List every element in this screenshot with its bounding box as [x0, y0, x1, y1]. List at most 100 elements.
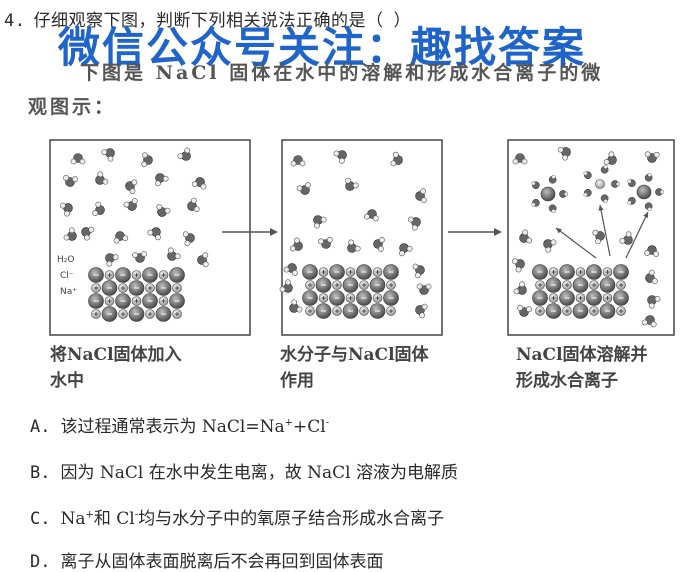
chloride-ion — [101, 280, 118, 296]
chloride-ion — [142, 293, 158, 309]
water-molecule — [644, 151, 660, 163]
panel-3-lattice — [532, 264, 629, 319]
water-molecule — [557, 146, 571, 161]
chloride-ion — [315, 277, 332, 293]
sodium-ion — [332, 280, 342, 290]
sodium-ion — [345, 293, 356, 303]
sodium-ion — [562, 306, 572, 316]
chloride-ion — [532, 264, 548, 280]
panel-2-molecules — [279, 150, 432, 319]
water-molecule — [279, 279, 293, 293]
chloride-ion — [586, 264, 602, 280]
water-molecule — [645, 269, 658, 284]
chloride-ion — [572, 277, 589, 293]
sodium-ion — [104, 296, 115, 306]
sodium-ion — [359, 306, 369, 316]
water-molecule — [313, 215, 327, 229]
water-molecule — [399, 243, 413, 257]
water-molecule — [81, 226, 95, 241]
option-a: A.该过程通常表示为 NaCl=Na++Cl- — [30, 412, 329, 437]
water-molecule — [345, 177, 359, 191]
water-molecule — [415, 303, 428, 319]
caption-2-line-1: 水分子与NaCl固体 — [280, 345, 429, 365]
chloride-ion — [545, 277, 562, 293]
chloride-ion — [155, 306, 172, 322]
chloride-ion — [142, 267, 158, 283]
water-molecule — [197, 252, 209, 268]
chloride-ion — [169, 293, 185, 309]
sodium-ion — [158, 270, 169, 280]
caption-2-line-2: 作用 — [280, 371, 314, 391]
water-molecule — [333, 150, 347, 164]
sodium-ion — [172, 309, 182, 319]
water-molecule — [182, 231, 195, 246]
chloride-ion — [545, 303, 562, 319]
water-molecule — [644, 245, 660, 257]
sodium-ion — [616, 280, 626, 290]
panel-3-escape-arrows — [555, 204, 649, 259]
chloride-ion — [342, 303, 359, 319]
water-molecule — [347, 239, 361, 253]
water-molecule — [364, 209, 379, 222]
sodium-ion — [131, 296, 142, 306]
sodium-ion — [145, 309, 155, 319]
chloride-ion — [559, 290, 575, 306]
water-molecule — [95, 171, 109, 185]
sodium-ion — [575, 267, 586, 277]
hydrated-chloride-ion — [627, 172, 665, 212]
sodium-ion — [562, 280, 572, 290]
sodium-ion — [535, 280, 545, 290]
question-stem-text: 仔细观察下图，判断下列相关说法正确的是（ — [33, 11, 384, 31]
chloride-ion — [586, 290, 602, 306]
chloride-ion — [572, 303, 589, 319]
sodium-ion — [118, 283, 128, 293]
caption-1-line-1: 将NaCl固体加入 — [50, 345, 182, 365]
water-molecule — [92, 201, 105, 216]
chloride-ion — [613, 264, 629, 280]
water-molecule — [647, 295, 661, 309]
water-molecule — [512, 153, 528, 165]
option-c-label: C. — [30, 509, 51, 529]
sodium-ion — [145, 283, 155, 293]
sodium-ion — [158, 296, 169, 306]
option-c-post: 均与水分子中的氧原子结合形成水合离子 — [138, 509, 445, 529]
sodium-ion — [332, 306, 342, 316]
sodium-ion — [91, 309, 101, 319]
option-c-mid: 和 Cl — [93, 509, 135, 529]
chloride-ion — [356, 290, 372, 306]
intro-line-2: 观图示： — [28, 96, 117, 118]
question-stem: 4.仔细观察下图，判断下列相关说法正确的是（） — [4, 6, 411, 31]
chloride-ion — [115, 293, 131, 309]
chloride-ion — [356, 264, 372, 280]
water-molecule — [156, 204, 171, 217]
water-molecule — [641, 315, 657, 328]
escape-arrow — [555, 227, 597, 259]
option-b-text: 因为 NaCl 在水中发生电离，故 NaCl 溶液为电解质 — [60, 463, 459, 483]
sodium-ion — [575, 293, 586, 303]
water-molecule — [187, 197, 200, 213]
label-water: H₂O — [57, 255, 74, 265]
option-a-text: 该过程通常表示为 NaCl=Na — [60, 417, 285, 437]
sodium-ion — [372, 267, 383, 277]
sodium-ion — [589, 280, 599, 290]
option-c-pre: Na — [60, 509, 86, 529]
water-molecule — [289, 299, 303, 313]
label-sodium: Na⁺ — [60, 287, 77, 297]
water-molecule — [70, 153, 86, 165]
water-molecule — [147, 227, 161, 241]
water-molecule — [123, 198, 138, 211]
caption-3-line-2: 形成水合离子 — [516, 371, 618, 391]
chloride-ion — [342, 277, 359, 293]
hydrated-sodium-ion — [583, 164, 621, 204]
watermark: 微信公众号关注：趣找答案 — [58, 23, 587, 72]
water-molecule — [415, 188, 427, 204]
question-number: 4. — [4, 11, 26, 31]
option-a-mid: +Cl — [293, 417, 326, 437]
sodium-ion — [91, 283, 101, 293]
escape-arrow — [599, 204, 611, 257]
water-molecule — [63, 227, 77, 241]
sodium-ion — [386, 280, 396, 290]
water-molecule — [543, 239, 557, 253]
chloride-ion — [369, 303, 386, 319]
chloride-ion — [155, 280, 172, 296]
